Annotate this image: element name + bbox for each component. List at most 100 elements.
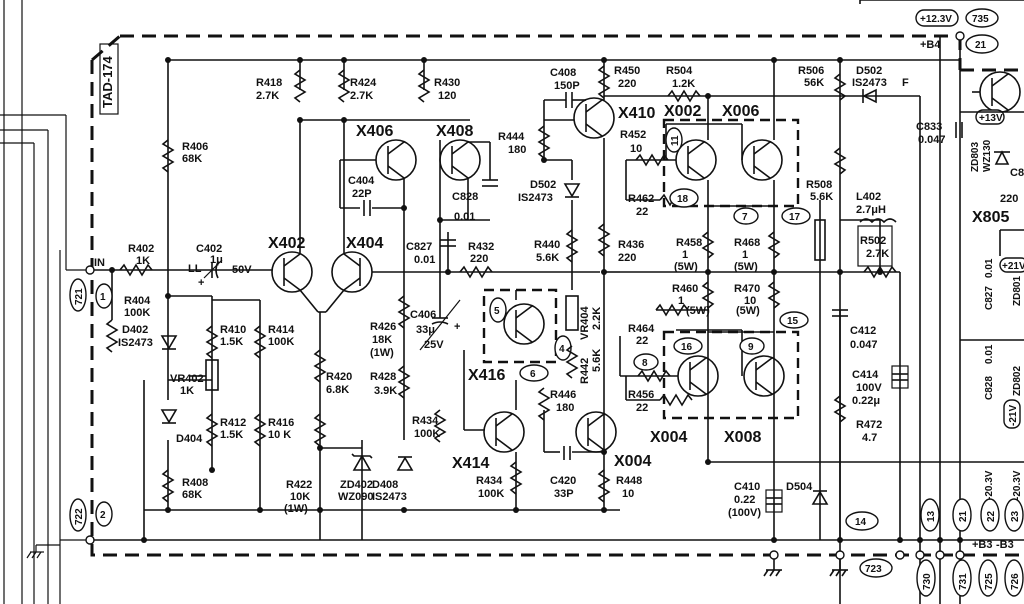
c410-value: 0.22 <box>734 494 755 506</box>
transistor-x404 <box>331 251 373 293</box>
r416-value: 10 K <box>268 429 291 441</box>
output-wires <box>619 60 775 462</box>
minus-b3-label: -B3 <box>996 539 1014 551</box>
r472-ref: R502 <box>860 235 886 247</box>
transistor-x406 <box>375 139 417 181</box>
r446-ref: R446 <box>550 389 576 401</box>
c414-value: 0.22μ <box>852 395 880 407</box>
c406-voltage: 25V <box>424 339 444 351</box>
r472-value: 2.7K <box>866 248 889 260</box>
f-label: F <box>902 77 909 89</box>
r468-rating: (5W) <box>736 305 760 317</box>
node-10-label: 11 <box>670 135 681 146</box>
zd802-ref: ZD802 <box>1012 366 1023 396</box>
node-8: 9 <box>739 337 765 355</box>
resistor-r472 <box>863 265 897 279</box>
resistor-r402 <box>119 263 153 277</box>
r410-ref: R410 <box>220 324 246 336</box>
transistor-x004 <box>677 355 719 397</box>
resistor-r456-series <box>637 369 671 383</box>
resistor-r424 <box>337 69 351 103</box>
diode-d504 <box>811 490 829 505</box>
r454-value: 10 <box>630 143 642 155</box>
right-edge-wires <box>960 111 1024 341</box>
node-16-label: 17 <box>789 212 801 223</box>
c828-ref: C828 <box>984 376 995 400</box>
r468-value: 10 <box>744 295 756 307</box>
plus-b3-label: +B3 <box>972 539 993 551</box>
d406-part: IS2473 <box>372 491 407 503</box>
resistor-r410 <box>205 325 219 359</box>
r440-ref: R440 <box>534 239 560 251</box>
r502-value: 1.2K <box>672 78 695 90</box>
node-16: 17 <box>781 207 811 225</box>
c414-ref: C414 <box>852 369 879 381</box>
c828-value: 0.01 <box>984 344 995 364</box>
transistor-x008 <box>743 355 785 397</box>
zd801-ref: ZD801 <box>1012 276 1023 306</box>
c410-ref: C410 <box>734 481 760 493</box>
node-18-label: 18 <box>677 194 689 205</box>
d504-ref: D504 <box>786 481 813 493</box>
capacitor-c408 <box>543 92 586 120</box>
c418-ref: C827 <box>406 241 432 253</box>
resistor-r422 <box>313 413 327 447</box>
c402-ref: C402 <box>196 243 222 255</box>
node-9-label: 7 <box>742 212 748 223</box>
node-2: 2 <box>95 501 113 527</box>
zener-zd402 <box>351 440 373 540</box>
transistor-x006 <box>741 139 783 181</box>
resistor-r452 <box>597 469 611 503</box>
node-4-label: 4 <box>559 344 565 355</box>
r452-value: 10 <box>622 488 634 500</box>
in-label: IN <box>94 257 105 269</box>
input-wires <box>90 60 272 510</box>
transistor-x412 <box>575 411 617 453</box>
transistor-x416 <box>503 303 545 345</box>
r408-ref: R408 <box>182 477 208 489</box>
x412-ref: X004 <box>614 453 651 470</box>
resistor-r458 <box>701 231 715 259</box>
transistor-x410 <box>573 97 615 139</box>
r418-ref: R418 <box>256 77 282 89</box>
resistor-r434 <box>459 265 493 279</box>
x004-ref: X004 <box>650 429 687 446</box>
terminal-731-label: 731 <box>958 573 969 590</box>
vr402-ref: VR402 <box>170 373 204 385</box>
ground-symbol-left <box>26 551 44 559</box>
resistor-r442 <box>565 345 579 379</box>
transistor-x002 <box>675 139 717 181</box>
capacitor-c418 <box>440 239 456 247</box>
diode-d502 <box>862 88 877 104</box>
capacitor-c406 <box>419 299 461 351</box>
r410-value: 1.5K <box>220 336 243 348</box>
board-label-box <box>99 43 119 115</box>
node-14: 15 <box>779 311 809 329</box>
c420-value: 33P <box>554 488 574 500</box>
node-5-label: 5 <box>494 306 500 317</box>
diode-d402 <box>160 335 178 350</box>
r414-value: 100K <box>268 336 294 348</box>
ll-label: LL <box>188 263 202 275</box>
r430-value: 120 <box>438 90 456 102</box>
gnd-terminal-point <box>85 535 95 545</box>
zd402-part: WZ090 <box>338 491 373 503</box>
r448-value: 220 <box>618 78 636 90</box>
r418-value: 2.7K <box>256 90 279 102</box>
c402-plus: + <box>198 277 204 289</box>
junction-dots <box>109 31 965 560</box>
l402-value: 2.7μH <box>856 204 886 216</box>
c414-voltage: 100V <box>856 382 882 394</box>
node-11: 13 <box>920 498 940 532</box>
c412-value: 0.047 <box>850 339 878 351</box>
x408-ref: X408 <box>436 123 473 140</box>
resistor-r444 <box>537 125 551 159</box>
r436-value: 100K <box>478 488 504 500</box>
resistor-r464 <box>655 303 689 317</box>
resistor-r456 <box>659 393 693 407</box>
transistor-x414 <box>483 411 525 453</box>
terminal-722: 722 <box>69 498 87 532</box>
vr404-value: 2.2K <box>591 307 603 330</box>
terminal-731: 731 <box>952 559 972 597</box>
node-8-label: 9 <box>748 342 754 353</box>
